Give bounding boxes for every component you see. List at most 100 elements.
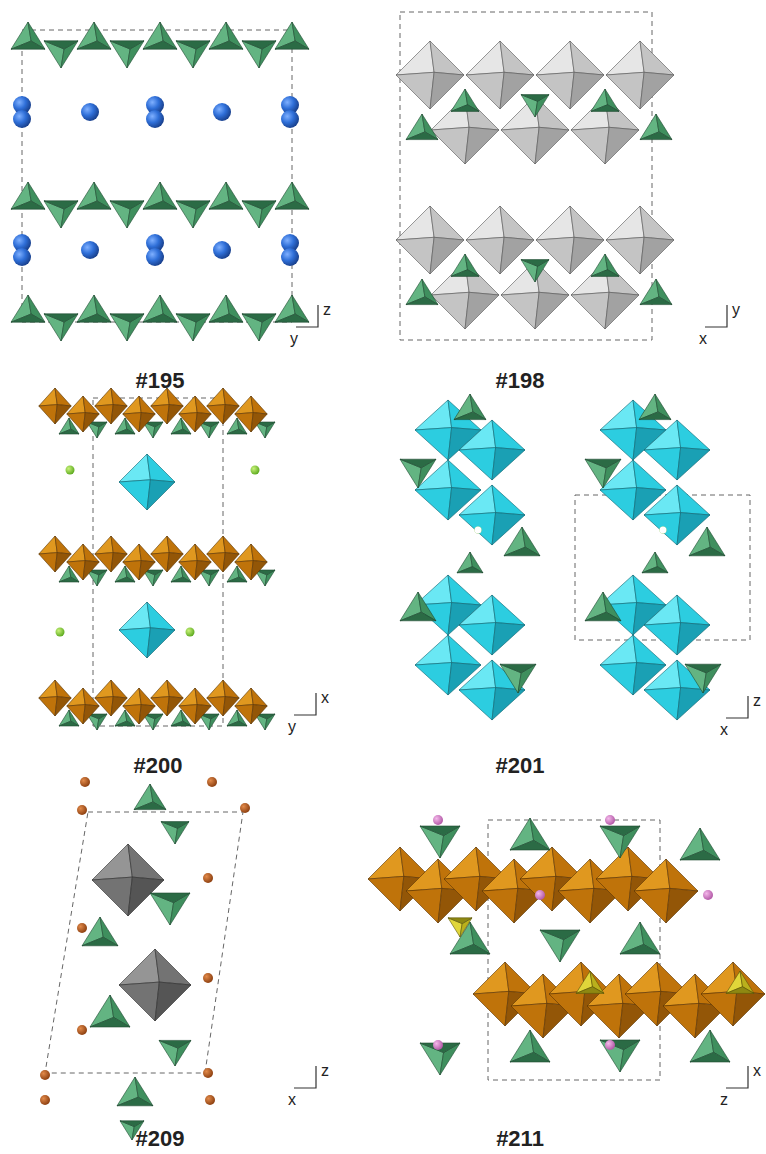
octahedron-face (83, 413, 99, 432)
tetrahedron (448, 918, 472, 937)
atom (40, 1070, 50, 1080)
octahedron (151, 680, 183, 716)
atom (281, 248, 299, 266)
tetrahedron-face (540, 930, 580, 940)
octahedron-face (415, 635, 452, 665)
tetrahedron-face (143, 201, 177, 209)
atom (13, 110, 31, 128)
atom (251, 466, 260, 475)
tetrahedron-face (11, 41, 45, 49)
octahedron-face (111, 536, 127, 554)
octahedron (606, 41, 674, 109)
atom (605, 1040, 615, 1050)
octahedron-face (111, 680, 127, 698)
octahedron-face (167, 536, 183, 554)
tetrahedron (400, 459, 436, 488)
tetrahedron-face (685, 664, 721, 673)
atom (56, 628, 65, 637)
space-group-caption: #201 (496, 753, 545, 779)
octahedron-face (549, 991, 585, 1026)
tetrahedron (620, 922, 660, 954)
space-group-caption: #198 (496, 368, 545, 394)
octahedron-face (448, 575, 481, 605)
octahedron-face (535, 292, 569, 329)
tetrahedron-face (275, 201, 309, 209)
tetrahedron-face (639, 412, 671, 420)
axis-lines (294, 693, 316, 715)
octahedron-face (677, 485, 710, 515)
octahedron-face (606, 206, 644, 240)
octahedron-face (625, 962, 661, 994)
tetrahedron (420, 826, 460, 858)
octahedron (207, 388, 239, 424)
octahedron-face (570, 206, 604, 240)
octahedron-face (500, 206, 534, 240)
octahedron-face (67, 413, 85, 432)
octahedron-face (207, 405, 225, 424)
atom (203, 973, 213, 983)
tetrahedron (406, 279, 438, 305)
tetrahedron-face (115, 721, 135, 726)
octahedron (179, 688, 211, 724)
axis-label: z (321, 1062, 329, 1080)
tetrahedron-face (90, 1017, 130, 1027)
octahedron-face (677, 623, 710, 655)
octahedron (431, 261, 499, 329)
tetrahedron (77, 182, 111, 209)
octahedron (151, 536, 183, 572)
octahedron-face (571, 127, 609, 164)
octahedron-face (459, 688, 496, 720)
tetrahedron-face (59, 577, 79, 582)
octahedron-face (415, 488, 452, 520)
octahedron-face (235, 561, 253, 580)
tetrahedron (510, 1030, 550, 1062)
octahedron-face (39, 405, 57, 424)
axis-label: x (699, 330, 707, 348)
tetrahedron-face (500, 664, 536, 673)
octahedron-face (511, 974, 547, 1006)
tetrahedron-face (150, 893, 190, 903)
octahedron-face (128, 844, 164, 880)
octahedron (701, 962, 765, 1026)
tetrahedron-face (504, 547, 540, 556)
octahedron-face (640, 237, 674, 274)
octahedron-face (251, 413, 267, 432)
octahedron-face (520, 876, 556, 911)
octahedron-face (465, 127, 499, 164)
octahedron-face (558, 888, 594, 923)
atom (203, 1068, 213, 1078)
atom (203, 873, 213, 883)
tetrahedron-face (143, 41, 177, 49)
octahedron-face (67, 561, 85, 580)
tetrahedron-face (454, 412, 486, 420)
tetrahedron-face (110, 314, 144, 322)
tetrahedron-face (11, 314, 45, 322)
atom (605, 815, 615, 825)
octahedron-face (67, 396, 85, 414)
tetrahedron-face (510, 840, 550, 850)
octahedron-face (179, 561, 197, 580)
octahedron-face (536, 41, 574, 75)
octahedron-face (368, 847, 404, 879)
octahedron-face (482, 888, 518, 923)
octahedron (39, 680, 71, 716)
space-group-caption: #200 (134, 753, 183, 779)
tetrahedron (591, 254, 619, 276)
octahedron-face (223, 388, 239, 406)
octahedron-face (473, 991, 509, 1026)
octahedron-face (406, 888, 442, 923)
tetrahedron (680, 828, 720, 860)
octahedron-face (634, 888, 670, 923)
tetrahedron-face (209, 41, 243, 49)
octahedron-face (701, 991, 737, 1026)
octahedron-face (147, 480, 175, 510)
tetrahedron (44, 41, 78, 68)
octahedron-face (235, 413, 253, 432)
tetrahedron-face (591, 105, 619, 112)
tetrahedron-face (82, 937, 118, 946)
octahedron-face (663, 1003, 699, 1038)
octahedron-face (55, 680, 71, 698)
octahedron (606, 206, 674, 274)
octahedron-face (640, 41, 674, 75)
space-group-caption: #209 (136, 1126, 185, 1152)
